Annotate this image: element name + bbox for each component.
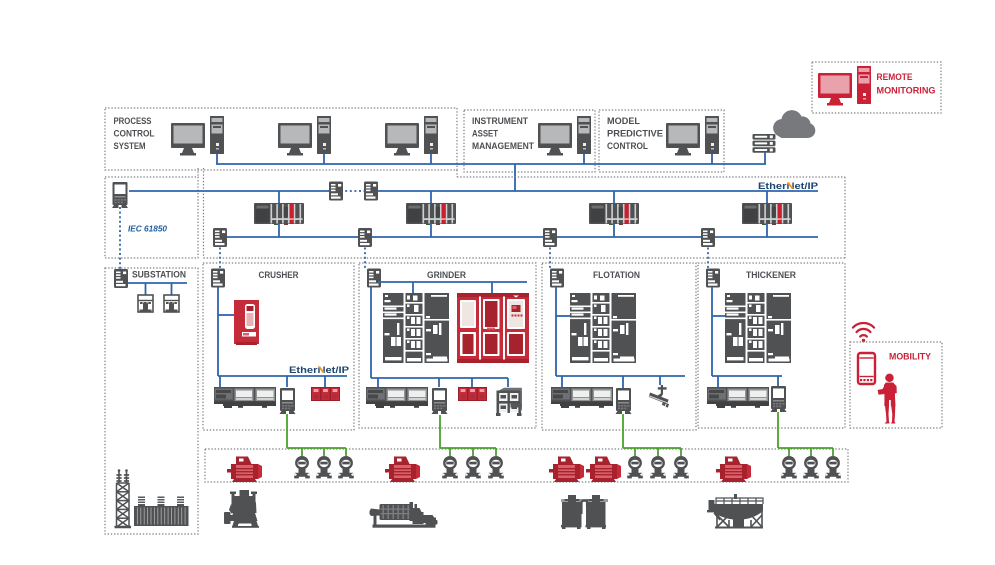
svg-text:EtherNet/IP: EtherNet/IP <box>289 365 350 376</box>
svg-text:IEC 61850: IEC 61850 <box>128 224 167 234</box>
svg-text:MOBILITY: MOBILITY <box>889 351 931 361</box>
svg-text:CRUSHER: CRUSHER <box>259 270 299 280</box>
svg-text:FLOTATION: FLOTATION <box>593 270 640 280</box>
svg-text:ASSET: ASSET <box>472 128 498 138</box>
svg-text:MODEL: MODEL <box>607 116 640 126</box>
svg-text:PREDICTIVE: PREDICTIVE <box>607 128 663 138</box>
svg-text:PROCESS: PROCESS <box>114 116 152 126</box>
svg-text:THICKENER: THICKENER <box>746 270 796 280</box>
svg-text:SUBSTATION: SUBSTATION <box>132 270 186 280</box>
svg-text:MANAGEMENT: MANAGEMENT <box>472 141 534 151</box>
svg-text:CONTROL: CONTROL <box>607 141 648 151</box>
svg-text:SYSTEM: SYSTEM <box>114 141 146 151</box>
svg-text:REMOTE: REMOTE <box>877 72 914 83</box>
svg-text:CONTROL: CONTROL <box>114 129 155 139</box>
svg-text:MONITORING: MONITORING <box>877 86 936 97</box>
svg-text:EtherNet/IP: EtherNet/IP <box>758 181 819 192</box>
svg-text:GRINDER: GRINDER <box>427 270 466 280</box>
svg-text:INSTRUMENT: INSTRUMENT <box>472 116 528 126</box>
